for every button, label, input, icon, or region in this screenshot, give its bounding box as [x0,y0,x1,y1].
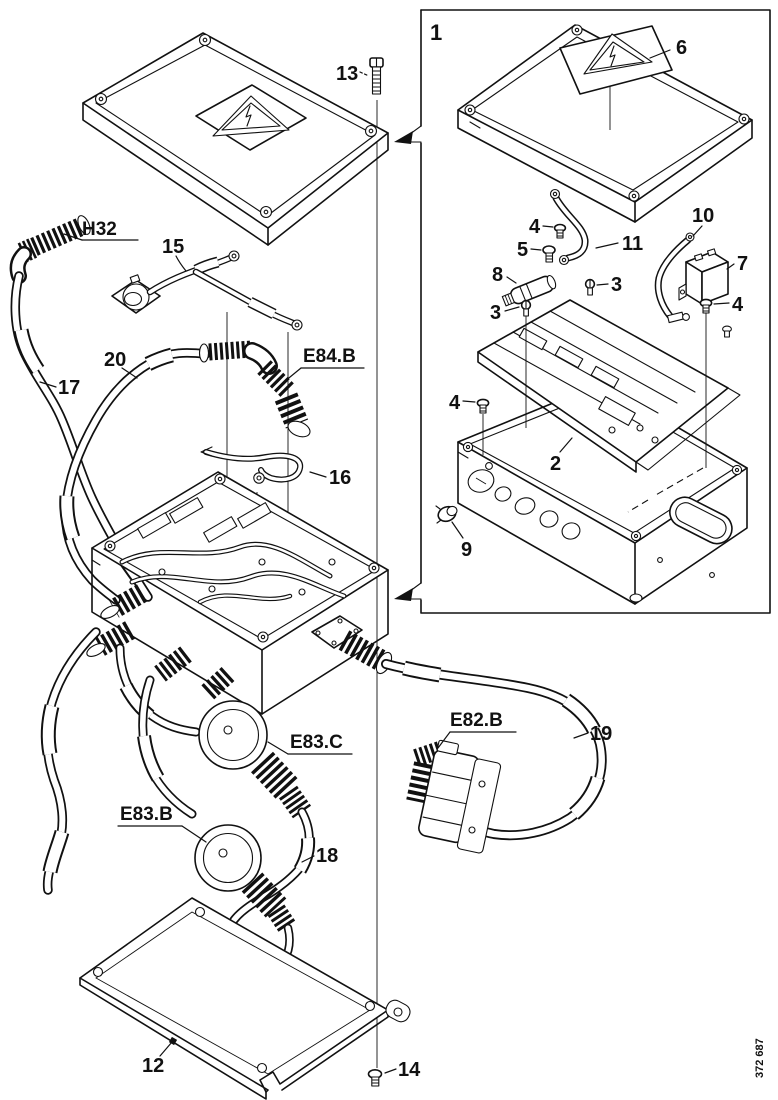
cable-to-e83c [115,643,201,737]
part-label-20: 20 [104,349,126,371]
part-label-9: 9 [461,539,472,561]
connector-e83c-label: E83.C [267,732,353,755]
inset-fuse-8-label: 8 [492,264,517,286]
part-label-3b: 3 [490,302,501,324]
screw-14: 14 [367,1059,421,1087]
callout-arrow-bottom [394,582,422,601]
drawing-number: 372 687 [754,1038,766,1078]
connector-e84b-label: E84.B [283,346,365,383]
cable-to-e83b [137,675,197,819]
part-label-17: 17 [58,377,80,399]
screw-13: 13 [336,57,384,95]
part-label-16: 16 [329,467,351,489]
inset-cable-10: 10 [654,205,714,324]
cable-17-lower [40,627,101,895]
part-label-4b: 4 [449,392,461,414]
part-label-4a: 4 [529,216,541,238]
part-label-2: 2 [550,453,561,475]
ground-strap-15: 15 [111,236,303,331]
inset-lid: 6 [457,24,753,223]
part-label-14: 14 [398,1059,421,1081]
junction-box [86,471,393,715]
connector-e84b [198,340,311,438]
inset-plug-9: 9 [435,505,472,561]
connector-label-e84b: E84.B [303,346,356,367]
inset-relay-7: 7 [678,248,748,305]
connector-label-e83c: E83.C [290,732,343,753]
part-label-18: 18 [316,845,338,867]
part-label-15: 15 [162,236,184,258]
connector-e82b [406,739,502,854]
connector-label-e82b: E82.B [450,710,503,731]
connector-h32-label: H32 [63,219,139,241]
connector-e83c [198,700,312,819]
part-label-4c: 4 [732,294,744,316]
inset-screw-3a: 3 [584,274,622,296]
inset-screw-3b: 3 [490,299,532,428]
callout-arrow-top [394,125,422,144]
inset-frame-label: 1 [430,20,442,45]
inset-screw-4a: 4 [529,216,567,239]
part-label-12: 12 [142,1055,164,1077]
inset-screw-5: 5 [517,239,556,263]
connector-label-e83b: E83.B [120,804,173,825]
connector-e83b-label: E83.B [117,804,207,843]
inset-cable-11: 11 [549,188,643,266]
ground-strap-16: 16 [200,446,351,489]
main-lid [82,32,389,246]
inset-screw-4b: 4 [449,392,490,455]
inset-screw-4c: 4 [699,294,744,468]
part-label-19: 19 [590,723,612,745]
mounting-plate-12: 12 [79,897,411,1100]
connector-label-h32: H32 [82,219,117,240]
part-label-6: 6 [676,37,687,59]
inset-frame: 1 [394,9,771,614]
main-warning-label [195,84,307,151]
cable-18: 18 [229,807,338,925]
part-label-7: 7 [737,253,748,275]
inset-warning-label [559,25,673,130]
part-label-3a: 3 [611,274,622,296]
part-label-13: 13 [336,63,358,85]
part-label-10: 10 [692,205,714,227]
part-label-11: 11 [622,233,643,255]
inset-circuit-tray: 2 [477,299,741,475]
inset-fuse-8 [501,274,557,307]
part-label-8: 8 [492,264,503,286]
connector-e82b-label: E82.B [437,710,517,749]
part-label-5: 5 [517,239,528,261]
